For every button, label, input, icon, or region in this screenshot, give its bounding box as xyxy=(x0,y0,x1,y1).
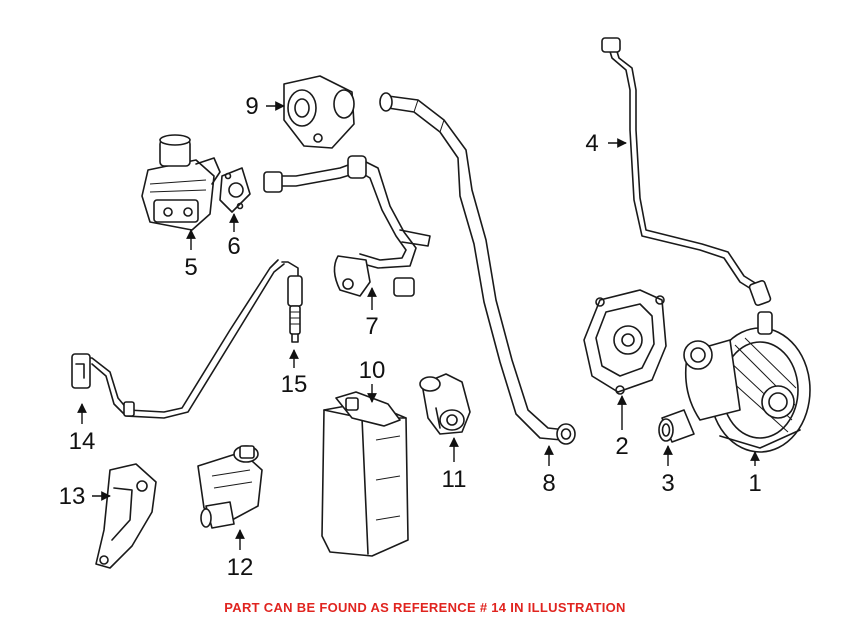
callout-9: 9 xyxy=(245,93,258,120)
callout-11: 11 xyxy=(442,466,467,493)
callout-3: 3 xyxy=(661,470,674,497)
part-15-sensor[interactable] xyxy=(281,261,303,343)
callout-5: 5 xyxy=(184,254,197,281)
part-14-sensor-wire[interactable] xyxy=(71,259,285,419)
callout-8: 8 xyxy=(542,470,555,497)
callout-7: 7 xyxy=(365,313,378,340)
part-4-hose[interactable] xyxy=(601,37,772,307)
callout-2: 2 xyxy=(615,433,628,460)
part-3-fitting[interactable] xyxy=(658,409,695,443)
part-11-valve[interactable] xyxy=(419,373,471,435)
callout-1: 1 xyxy=(748,470,761,497)
parts-diagram: 1 2 3 4 5 6 7 8 9 10 11 12 13 14 15 xyxy=(59,37,811,581)
part-7-pipe[interactable] xyxy=(263,155,431,297)
callout-15: 15 xyxy=(281,371,308,398)
part-1-air-pump[interactable] xyxy=(683,311,811,453)
callout-numbers: 1 2 3 4 5 6 7 8 9 10 11 12 13 14 15 xyxy=(59,93,762,581)
callout-14: 14 xyxy=(69,428,96,455)
callout-4: 4 xyxy=(585,130,598,157)
callout-13: 13 xyxy=(59,483,86,510)
part-6-gasket[interactable] xyxy=(219,167,251,213)
part-9-housing[interactable] xyxy=(283,75,355,149)
part-8-hose[interactable] xyxy=(379,92,576,445)
callout-10: 10 xyxy=(359,357,386,384)
part-10-canister[interactable] xyxy=(321,391,409,557)
callout-arrows xyxy=(77,101,760,550)
part-12-solenoid[interactable] xyxy=(197,445,263,529)
part-13-bracket[interactable] xyxy=(95,463,157,569)
part-5-valve[interactable] xyxy=(141,134,221,231)
callout-12: 12 xyxy=(227,554,254,581)
reference-note: PART CAN BE FOUND AS REFERENCE # 14 IN I… xyxy=(224,600,626,615)
part-2-cover[interactable] xyxy=(583,289,667,395)
callout-6: 6 xyxy=(227,233,240,260)
